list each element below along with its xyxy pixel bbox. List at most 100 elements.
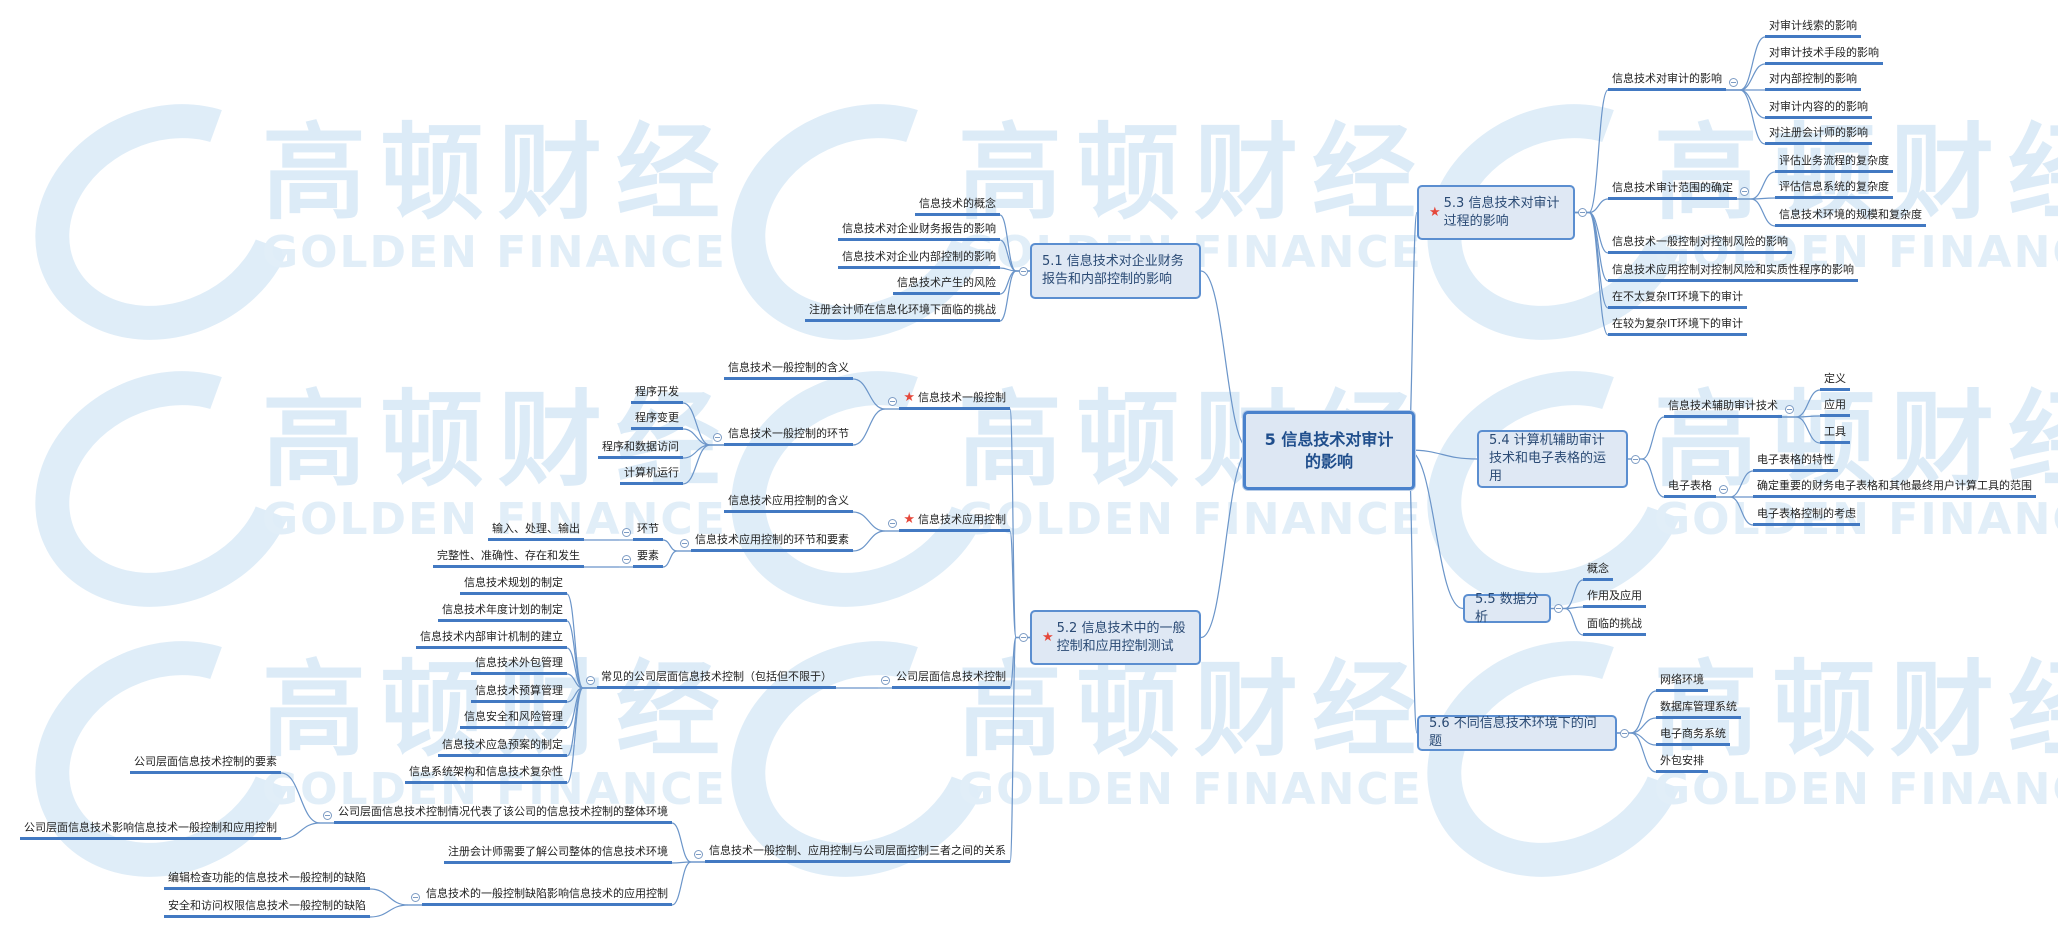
subtopic-node[interactable]: 信息技术一般控制、应用控制与公司层面控制三者之间的关系 [705,842,1010,863]
subtopic-node[interactable]: 信息安全和风险管理 [460,708,567,729]
collapse-toggle-icon[interactable] [679,539,689,548]
subtopic-node[interactable]: 信息技术辅助审计技术 [1664,397,1782,418]
subtopic-node[interactable]: 程序和数据访问 [598,438,683,459]
subtopic-node[interactable]: ★信息技术一般控制 [899,389,1010,410]
central-topic[interactable]: 5 信息技术对审计的影响 [1243,411,1415,490]
collapse-toggle-icon[interactable] [887,519,897,528]
subtopic-node[interactable]: 对内部控制的影响 [1765,70,1861,91]
subtopic-node[interactable]: 在较为复杂IT环境下的审计 [1608,315,1747,336]
collapse-toggle-icon[interactable] [1739,187,1749,196]
subtopic-node[interactable]: 面临的挑战 [1583,615,1646,636]
collapse-toggle-icon[interactable] [585,676,595,685]
subtopic-node[interactable]: 电子商务系统 [1656,725,1730,746]
collapse-toggle-icon[interactable] [887,397,897,406]
connector-line [1630,732,1657,773]
subtopic-node[interactable]: 信息技术应急预案的制定 [438,736,567,757]
subtopic-node[interactable]: 信息技术一般控制的环节 [724,425,853,446]
collapse-toggle-icon[interactable] [410,893,420,902]
subtopic-node[interactable]: ★信息技术应用控制 [899,511,1010,532]
collapse-toggle-icon[interactable] [1553,604,1563,613]
subtopic-node[interactable]: 对注册会计师的影响 [1765,124,1872,145]
collapse-toggle-icon[interactable] [1577,208,1587,217]
topic-2[interactable]: ★5.2 信息技术中的一般控制和应用控制测试 [1030,610,1201,665]
collapse-toggle-icon[interactable] [693,850,703,859]
subtopic-node[interactable]: 信息技术的概念 [915,195,1000,216]
subtopic-node[interactable]: 信息技术应用控制的环节和要素 [691,531,853,552]
subtopic-node[interactable]: 信息技术环境的规模和复杂度 [1775,206,1926,227]
subtopic-node[interactable]: 信息技术预算管理 [471,682,567,703]
subtopic-node[interactable]: 信息技术产生的风险 [893,274,1000,295]
subtopic-node[interactable]: 安全和访问权限信息技术一般控制的缺陷 [164,897,370,918]
topic-5[interactable]: 5.5 数据分析 [1463,592,1551,625]
subtopic-node[interactable]: 编辑检查功能的信息技术一般控制的缺陷 [164,869,370,890]
subtopic-node[interactable]: 信息系统架构和信息技术复杂性 [405,763,567,784]
subtopic-node[interactable]: 信息技术外包管理 [471,654,567,675]
collapse-toggle-icon[interactable] [712,433,722,442]
subtopic-node[interactable]: 对审计内容的的影响 [1765,98,1872,119]
subtopic-node[interactable]: 评估信息系统的复杂度 [1775,178,1893,199]
subtopic-label: 信息技术一般控制的含义 [728,361,849,374]
subtopic-label: 公司层面信息技术控制的要素 [134,755,277,768]
subtopic-node[interactable]: 注册会计师在信息化环境下面临的挑战 [805,301,1000,322]
subtopic-node[interactable]: 电子表格控制的考虑 [1753,505,1860,526]
subtopic-node[interactable]: 评估业务流程的复杂度 [1775,152,1893,173]
subtopic-node[interactable]: 公司层面信息技术控制情况代表了该公司的信息技术控制的整体环境 [334,803,672,824]
subtopic-node[interactable]: 信息技术审计范围的确定 [1608,179,1737,200]
subtopic-node[interactable]: 概念 [1583,560,1613,581]
subtopic-node[interactable]: 要素 [633,547,663,568]
subtopic-node[interactable]: 信息技术一般控制对控制风险的影响 [1608,233,1792,254]
subtopic-node[interactable]: 信息技术一般控制的含义 [724,359,853,380]
collapse-toggle-icon[interactable] [1018,633,1028,642]
subtopic-node[interactable]: 信息技术应用控制对控制风险和实质性程序的影响 [1608,261,1858,282]
subtopic-node[interactable]: 信息技术的一般控制缺陷影响信息技术的应用控制 [422,885,672,906]
collapse-toggle-icon[interactable] [880,676,890,685]
subtopic-node[interactable]: 公司层面信息技术影响信息技术一般控制和应用控制 [20,819,281,840]
topic-6[interactable]: 5.6 不同信息技术环境下的问题 [1417,715,1617,751]
collapse-toggle-icon[interactable] [1784,405,1794,414]
subtopic-node[interactable]: 信息技术内部审计机制的建立 [416,628,567,649]
subtopic-node[interactable]: 信息技术对企业财务报告的影响 [838,220,1000,241]
collapse-toggle-icon[interactable] [1619,728,1629,738]
collapse-toggle-icon[interactable] [621,528,631,537]
subtopic-node[interactable]: 完整性、准确性、存在和发生 [433,547,584,568]
collapse-toggle-icon[interactable] [322,811,332,820]
subtopic-node[interactable]: 输入、处理、输出 [488,520,584,541]
subtopic-node[interactable]: 电子表格的特性 [1753,451,1838,472]
subtopic-node[interactable]: 信息技术对企业内部控制的影响 [838,248,1000,269]
subtopic-node[interactable]: 数据库管理系统 [1656,698,1741,719]
subtopic-node[interactable]: 确定重要的财务电子表格和其他最终用户计算工具的范围 [1753,477,2036,498]
subtopic-node[interactable]: 信息技术年度计划的制定 [438,601,567,622]
subtopic-node[interactable]: 工具 [1820,423,1850,444]
collapse-toggle-icon[interactable] [1728,78,1738,87]
topic-3[interactable]: ★5.3 信息技术对审计过程的影响 [1417,185,1575,240]
subtopic-node[interactable]: 环节 [633,520,663,541]
subtopic-node[interactable]: 作用及应用 [1583,587,1646,608]
subtopic-node[interactable]: 电子表格 [1664,477,1716,498]
topic-1[interactable]: 5.1 信息技术对企业财务报告和内部控制的影响 [1030,243,1201,299]
subtopic-node[interactable]: 应用 [1820,396,1850,417]
subtopic-node[interactable]: 信息技术对审计的影响 [1608,70,1726,91]
subtopic-node[interactable]: 对审计线索的影响 [1765,17,1861,38]
collapse-toggle-icon[interactable] [1630,454,1640,464]
subtopic-node[interactable]: 程序开发 [631,383,683,404]
subtopic-node[interactable]: 信息技术规划的制定 [460,574,567,595]
subtopic-node[interactable]: 对审计技术手段的影响 [1765,44,1883,65]
subtopic-node[interactable]: 注册会计师需要了解公司整体的信息技术环境 [444,843,672,864]
subtopic-label: 常见的公司层面信息技术控制（包括但不限于） [601,670,832,683]
subtopic-node[interactable]: 信息技术应用控制的含义 [724,492,853,513]
subtopic-node[interactable]: 定义 [1820,370,1850,391]
subtopic-node[interactable]: 公司层面信息技术控制 [892,668,1010,689]
subtopic-node[interactable]: 程序变更 [631,409,683,430]
subtopic-node[interactable]: 外包安排 [1656,752,1708,773]
star-icon: ★ [903,390,915,405]
subtopic-node[interactable]: 公司层面信息技术控制的要素 [130,753,281,774]
collapse-toggle-icon[interactable] [1718,485,1728,494]
collapse-toggle-icon[interactable] [621,555,631,564]
subtopic-node[interactable]: 网络环境 [1656,671,1708,692]
subtopic-node[interactable]: 计算机运行 [620,464,683,485]
subtopic-node[interactable]: 在不太复杂IT环境下的审计 [1608,288,1747,309]
collapse-toggle-icon[interactable] [1018,266,1028,276]
topic-4[interactable]: 5.4 计算机辅助审计技术和电子表格的运用 [1477,430,1628,488]
subtopic-label: 信息技术的一般控制缺陷影响信息技术的应用控制 [426,887,668,900]
subtopic-node[interactable]: 常见的公司层面信息技术控制（包括但不限于） [597,668,836,689]
